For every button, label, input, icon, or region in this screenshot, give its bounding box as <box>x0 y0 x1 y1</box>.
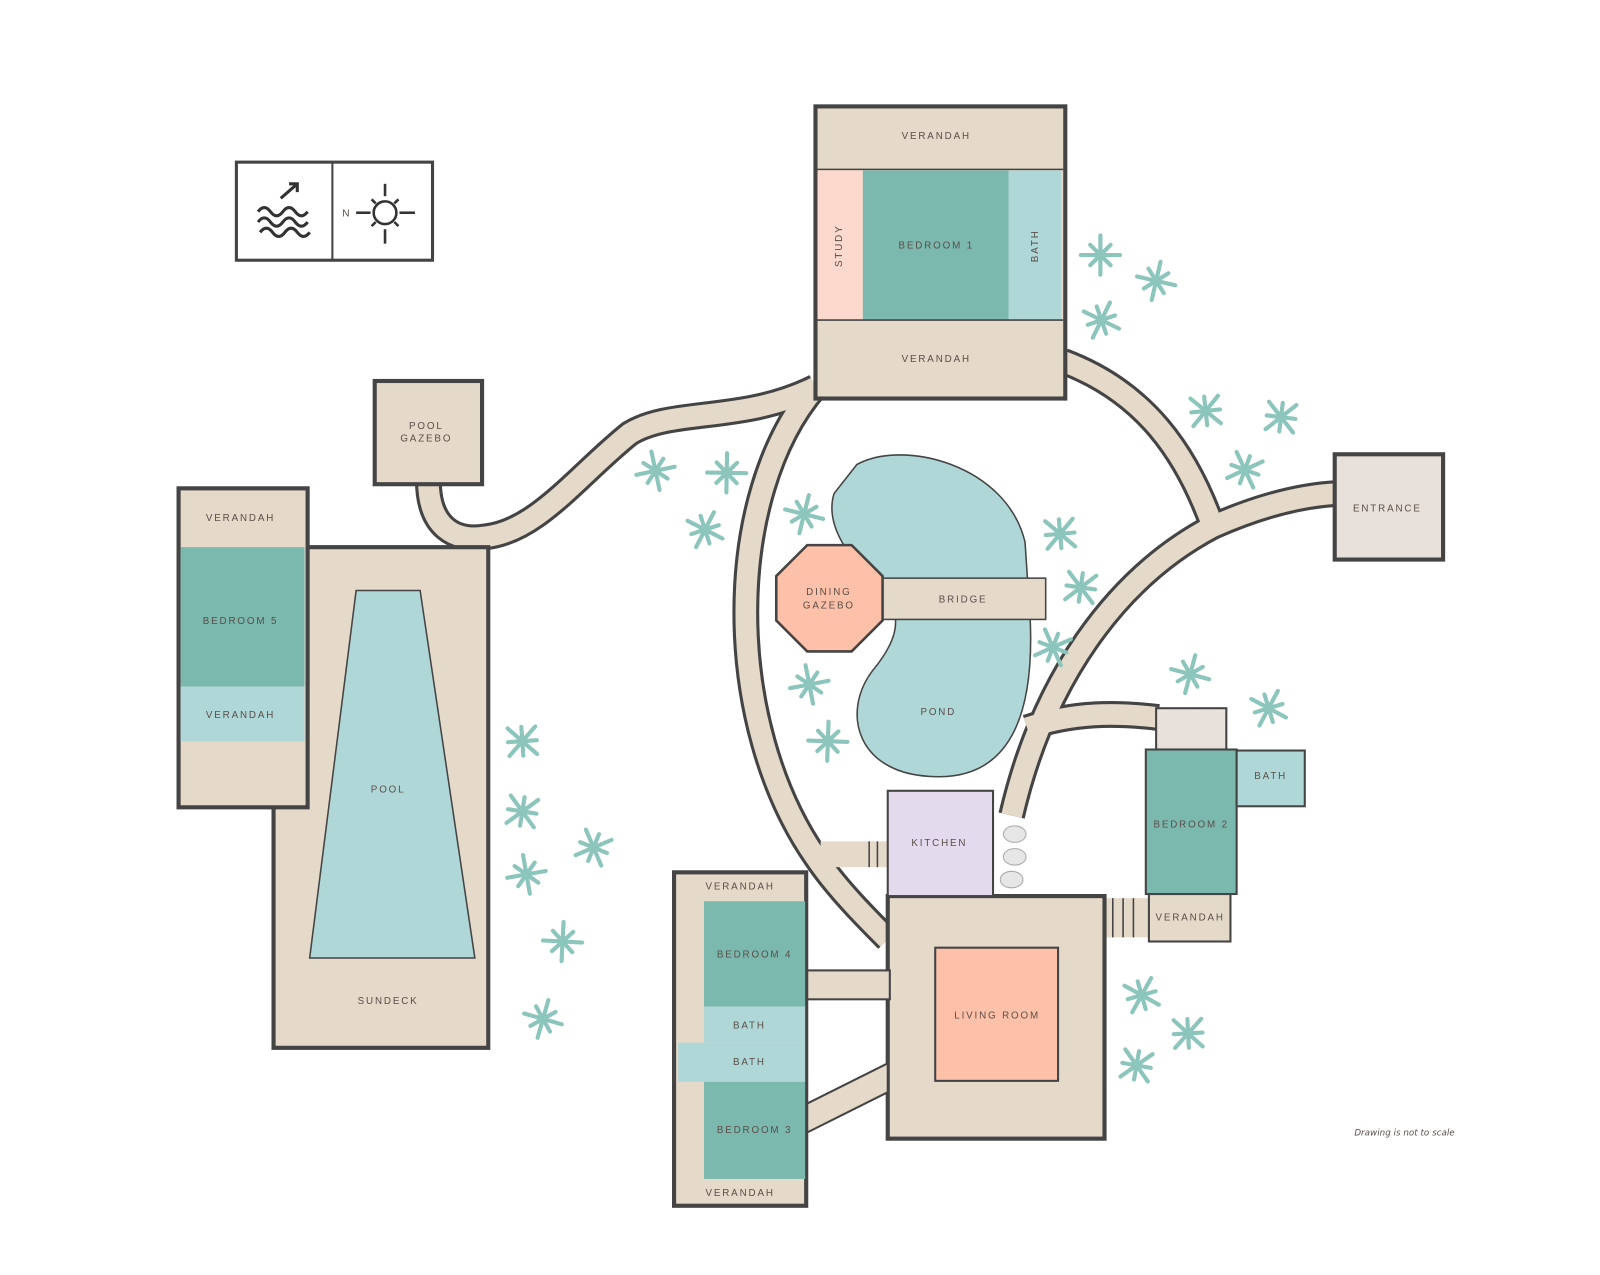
bath-label: BATH <box>733 1057 766 1068</box>
bath-4 <box>704 1006 806 1043</box>
study-label: STUDY <box>834 225 845 267</box>
verandah-label: VERANDAH <box>902 131 971 142</box>
bedroom-5 <box>180 547 305 687</box>
plant-icon <box>1169 653 1212 696</box>
sundeck-label: SUNDECK <box>358 996 419 1007</box>
dining-gazebo-label: DINING <box>806 587 851 598</box>
plant-icon <box>1078 233 1123 277</box>
plant-icon <box>505 853 548 896</box>
south-wing: VERANDAH BEDROOM 4 BATH BATH BEDROOM 3 V… <box>672 870 891 1208</box>
plant-icon <box>573 827 614 868</box>
bath-label: BATH <box>1254 771 1287 782</box>
pond-label: POND <box>920 707 956 718</box>
bedroom-4-label: BEDROOM 4 <box>717 950 793 961</box>
plant-icon <box>1043 516 1078 551</box>
bath-label: BATH <box>733 1021 766 1032</box>
pool <box>308 589 476 959</box>
plant-icon <box>1134 259 1178 303</box>
bedroom-3 <box>704 1081 806 1179</box>
pool-gazebo-label: POOL <box>409 421 444 432</box>
plants <box>504 233 1299 1084</box>
verandah-label: VERANDAH <box>1156 912 1225 923</box>
bedroom-5-label: BEDROOM 5 <box>203 616 279 627</box>
bedroom-1-label: BEDROOM 1 <box>899 240 975 251</box>
bedroom-2 <box>1144 748 1238 896</box>
ocean-waves-arrow-icon <box>256 182 311 238</box>
top-villa: VERANDAH STUDY BEDROOM 1 BATH VERANDAH <box>813 104 1068 401</box>
main-house: KITCHEN LIVING ROOM <box>868 789 1107 1141</box>
walkways <box>414 348 1338 949</box>
stepping-stones <box>999 825 1027 889</box>
plant-icon <box>787 663 831 706</box>
plant-icon <box>1032 627 1073 668</box>
living-room <box>934 946 1060 1082</box>
living-room-label: LIVING ROOM <box>954 1010 1040 1021</box>
dining-gazebo-label: GAZEBO <box>803 601 855 612</box>
entrance: ENTRANCE <box>1332 452 1446 562</box>
plant-icon <box>504 793 541 830</box>
plant-icon <box>705 451 749 495</box>
verandah-label: VERANDAH <box>705 881 774 892</box>
verandah-label: VERANDAH <box>206 513 275 524</box>
bridge-label: BRIDGE <box>939 594 988 605</box>
bedroom-2-label: BEDROOM 2 <box>1153 819 1229 830</box>
study <box>817 170 862 321</box>
bath-label: BATH <box>1030 229 1041 262</box>
bedroom-4 <box>704 901 806 1007</box>
plant-icon <box>505 724 540 759</box>
plant-icon <box>685 510 725 550</box>
dining-gazebo <box>774 543 884 653</box>
verandah-label: VERANDAH <box>206 710 275 721</box>
pool-gazebo-label: GAZEBO <box>400 433 452 444</box>
plant-icon <box>634 449 677 493</box>
kitchen-label: KITCHEN <box>911 838 967 849</box>
plant-icon <box>1063 569 1099 606</box>
plant-icon <box>1249 688 1289 728</box>
bath-3 <box>678 1042 806 1082</box>
east-wing: BATH BEDROOM 2 VERANDAH <box>1102 707 1306 943</box>
kitchen <box>886 789 995 898</box>
plant-icon <box>1188 393 1223 429</box>
verandah-label: VERANDAH <box>902 354 971 365</box>
plant-icon <box>1081 300 1122 340</box>
bath-1 <box>1008 170 1062 321</box>
scale-note: Drawing is not to scale <box>1354 1129 1454 1139</box>
pool-label: POOL <box>371 784 406 795</box>
plant-icon <box>783 493 826 536</box>
bedroom-3-label: BEDROOM 3 <box>717 1125 793 1136</box>
pool-wing: VERANDAH BEDROOM 5 VERANDAH POOL SUNDECK <box>176 486 491 1050</box>
plant-icon <box>806 719 850 763</box>
sun-compass-icon <box>356 183 415 244</box>
plant-icon <box>540 919 585 964</box>
pond-area: DINING GAZEBO BRIDGE POND <box>774 454 1047 778</box>
verandah-5 <box>180 686 305 742</box>
plant-icon <box>1263 399 1299 435</box>
plant-icon <box>522 998 564 1040</box>
entrance-label: ENTRANCE <box>1353 504 1422 515</box>
plant-icon <box>1118 1047 1155 1084</box>
plant-icon <box>1171 1016 1205 1051</box>
bedroom-1 <box>862 170 1009 321</box>
pool-gazebo: POOL GAZEBO <box>372 378 485 487</box>
orientation-legend: N <box>234 160 435 262</box>
verandah-label: VERANDAH <box>705 1188 774 1199</box>
north-label: N <box>342 208 349 219</box>
plant-icon <box>1225 449 1265 490</box>
bath-2 <box>1235 749 1306 808</box>
plant-icon <box>1122 975 1161 1015</box>
